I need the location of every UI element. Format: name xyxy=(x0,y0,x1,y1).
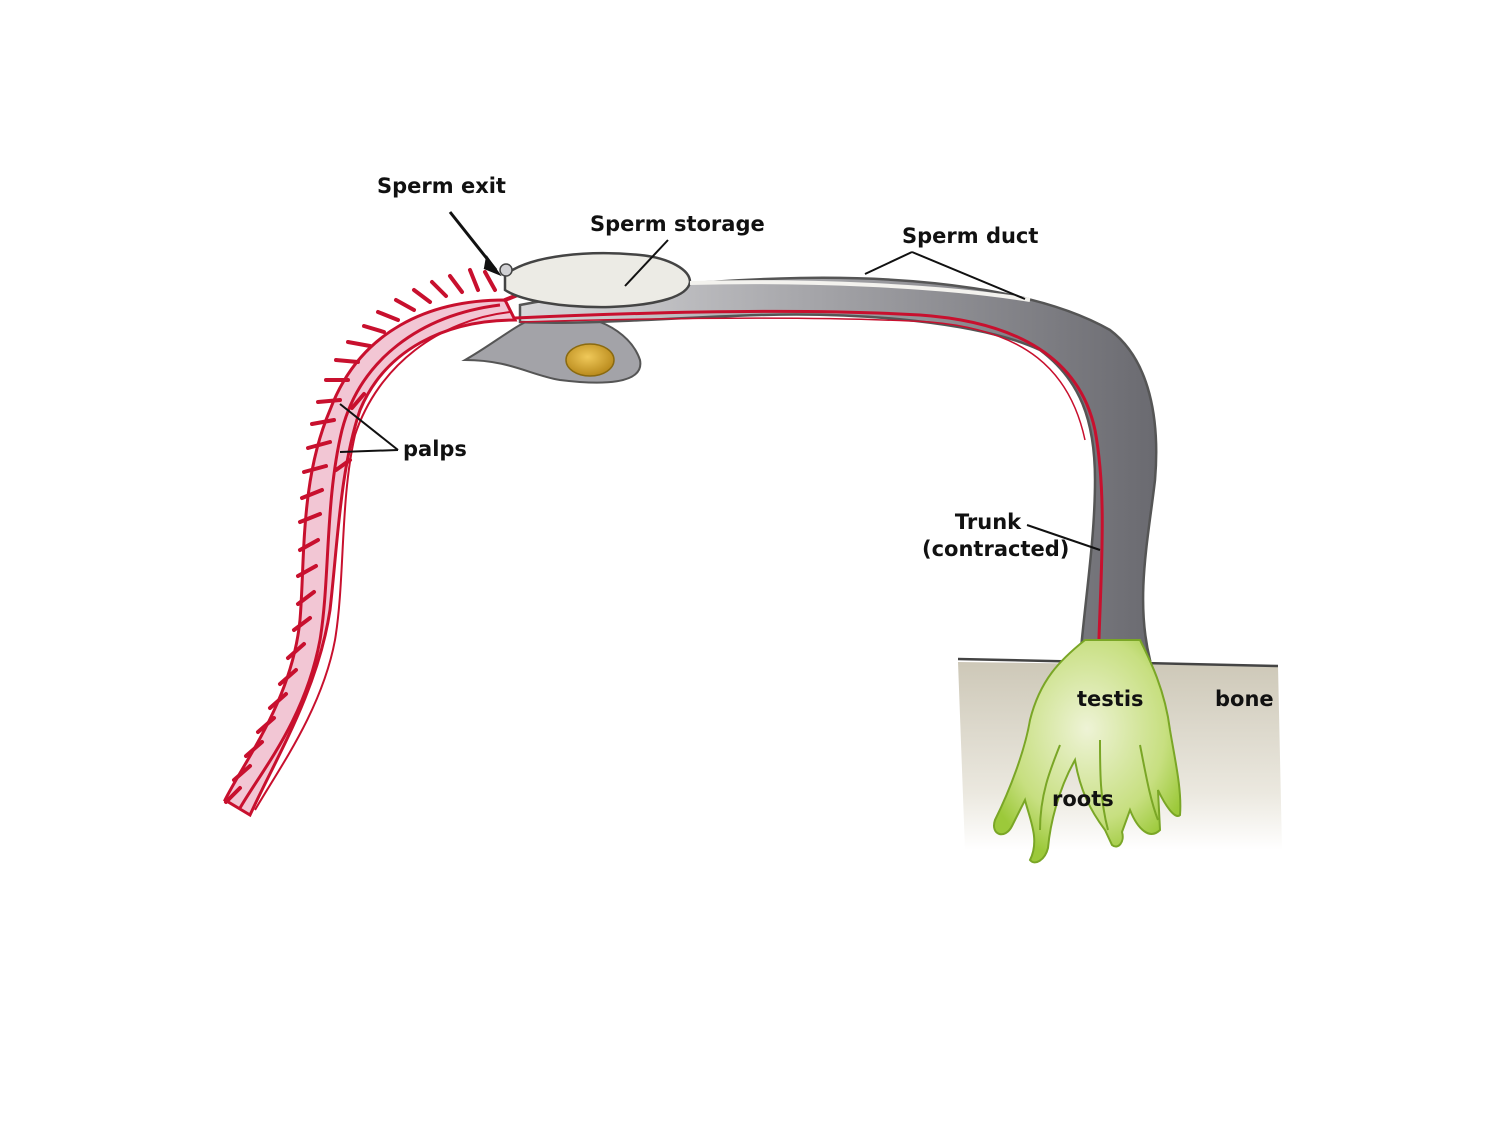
roots-shape xyxy=(993,639,1182,864)
label-roots: roots xyxy=(1052,787,1114,811)
label-sperm-exit: Sperm exit xyxy=(377,174,506,198)
leader-lines xyxy=(339,211,1101,551)
label-testis: testis xyxy=(1077,687,1144,711)
label-trunk: Trunk (contracted) xyxy=(922,509,1070,564)
label-trunk-line2: (contracted) xyxy=(922,537,1070,562)
label-palps: palps xyxy=(403,437,467,461)
label-bone: bone xyxy=(1215,687,1274,711)
label-trunk-line1: Trunk xyxy=(954,510,1022,534)
palps-shape xyxy=(223,268,527,818)
label-sperm-storage: Sperm storage xyxy=(590,212,765,236)
body-shape xyxy=(461,251,1158,673)
label-sperm-duct: Sperm duct xyxy=(902,224,1039,248)
